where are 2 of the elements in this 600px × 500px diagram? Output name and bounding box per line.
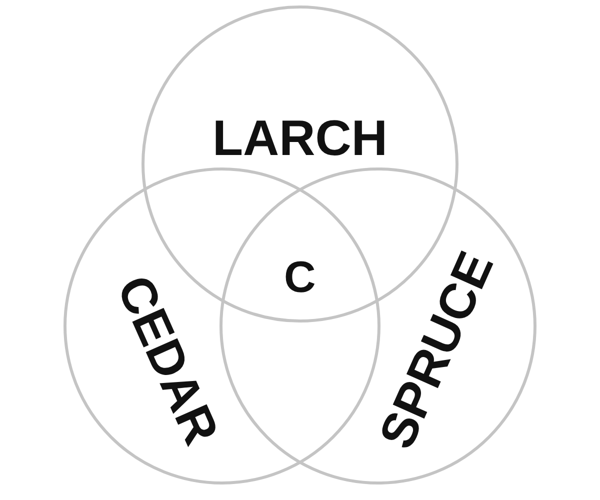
set-label: LARCH	[212, 113, 388, 163]
intersection-label: C	[284, 256, 316, 300]
